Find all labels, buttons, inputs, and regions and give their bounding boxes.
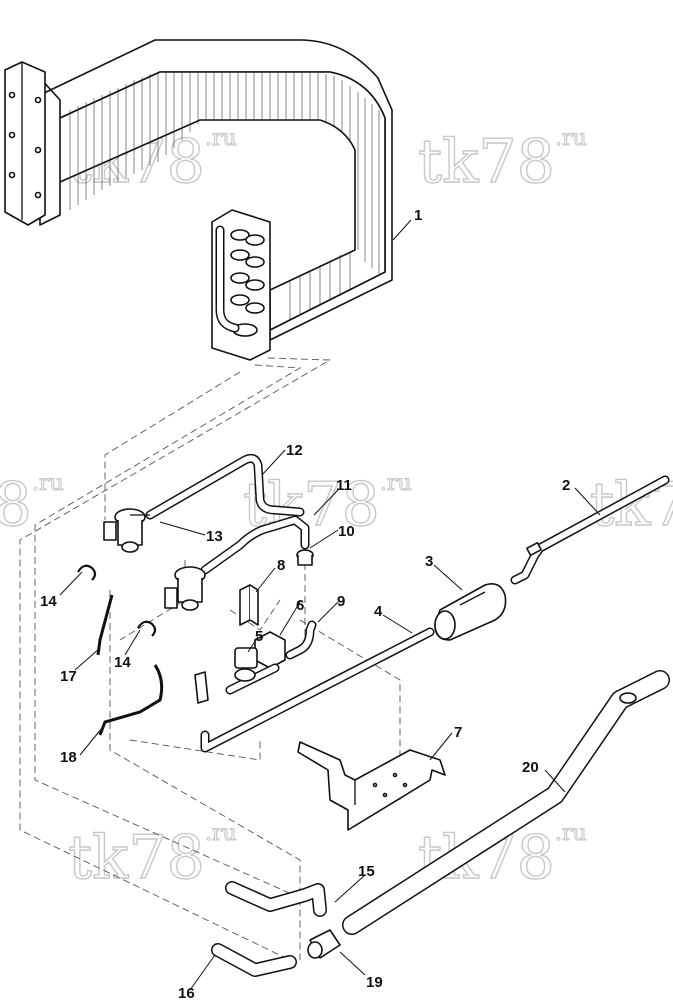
part-5-solenoid-valve (194, 647, 280, 704)
part-18-capillary (98, 664, 164, 736)
callout-4: 4 (374, 603, 383, 620)
assembly-dashed-lines (19, 357, 401, 961)
watermark-main: tk78 (68, 823, 205, 893)
callout-12: 12 (286, 442, 303, 459)
part-12-tube (145, 453, 305, 520)
callout-3: 3 (425, 553, 433, 570)
callout-13: 13 (206, 528, 223, 545)
leader-lines (59, 219, 601, 991)
callout-18: 18 (60, 749, 77, 766)
part-11-tube (200, 515, 310, 575)
callout-9: 9 (337, 593, 345, 610)
callout-15: 15 (358, 863, 375, 880)
part-13-expansion-valve (103, 508, 150, 553)
part-9-elbow (285, 620, 317, 660)
watermark-main: tk78 (418, 127, 555, 197)
callout-19: 19 (366, 974, 383, 991)
coil-fins (69, 72, 380, 320)
part-2-line (510, 475, 670, 585)
part-16-suction-elbow (211, 943, 297, 977)
part-1-evaporator-coil (4, 39, 393, 361)
callout-6: 6 (296, 597, 304, 614)
part-15-suction-elbow (225, 881, 327, 917)
part-17-capillary (96, 594, 114, 656)
part-8-bracket (239, 584, 259, 626)
part-14-clip (77, 564, 97, 581)
callout-10: 10 (338, 523, 355, 540)
callout-labels: 1 2 3 4 5 6 7 8 9 10 11 12 13 14 14 15 1… (40, 207, 570, 1000)
part-19-tee-fitting (307, 929, 341, 959)
callout-14: 14 (40, 593, 57, 610)
part-13-expansion-valve-second (164, 566, 206, 611)
watermark-suffix: .ru (380, 471, 412, 496)
callout-8: 8 (277, 557, 285, 574)
part-14-clip-second (137, 620, 157, 637)
watermark-main: tk78 (0, 470, 32, 540)
part-7-mounting-plate (297, 741, 446, 831)
watermark-suffix: .ru (32, 471, 64, 496)
callout-5: 5 (255, 628, 263, 645)
part-4-liquid-line (200, 627, 435, 753)
watermark-suffix: .ru (205, 126, 237, 151)
part-3-filter-drier (434, 582, 507, 641)
watermark-suffix: .ru (555, 821, 587, 846)
callout-1: 1 (414, 207, 422, 224)
callout-20: 20 (522, 759, 539, 776)
callout-14-second: 14 (114, 654, 131, 671)
watermark-suffix: .ru (555, 126, 587, 151)
part-10-fitting (296, 549, 314, 566)
callout-11: 11 (336, 477, 352, 494)
callout-2: 2 (562, 477, 570, 494)
callout-7: 7 (454, 724, 462, 741)
part-20-suction-line (342, 670, 670, 935)
callout-17: 17 (60, 668, 77, 685)
callout-16: 16 (178, 985, 195, 1000)
watermark-suffix: .ru (205, 821, 237, 846)
